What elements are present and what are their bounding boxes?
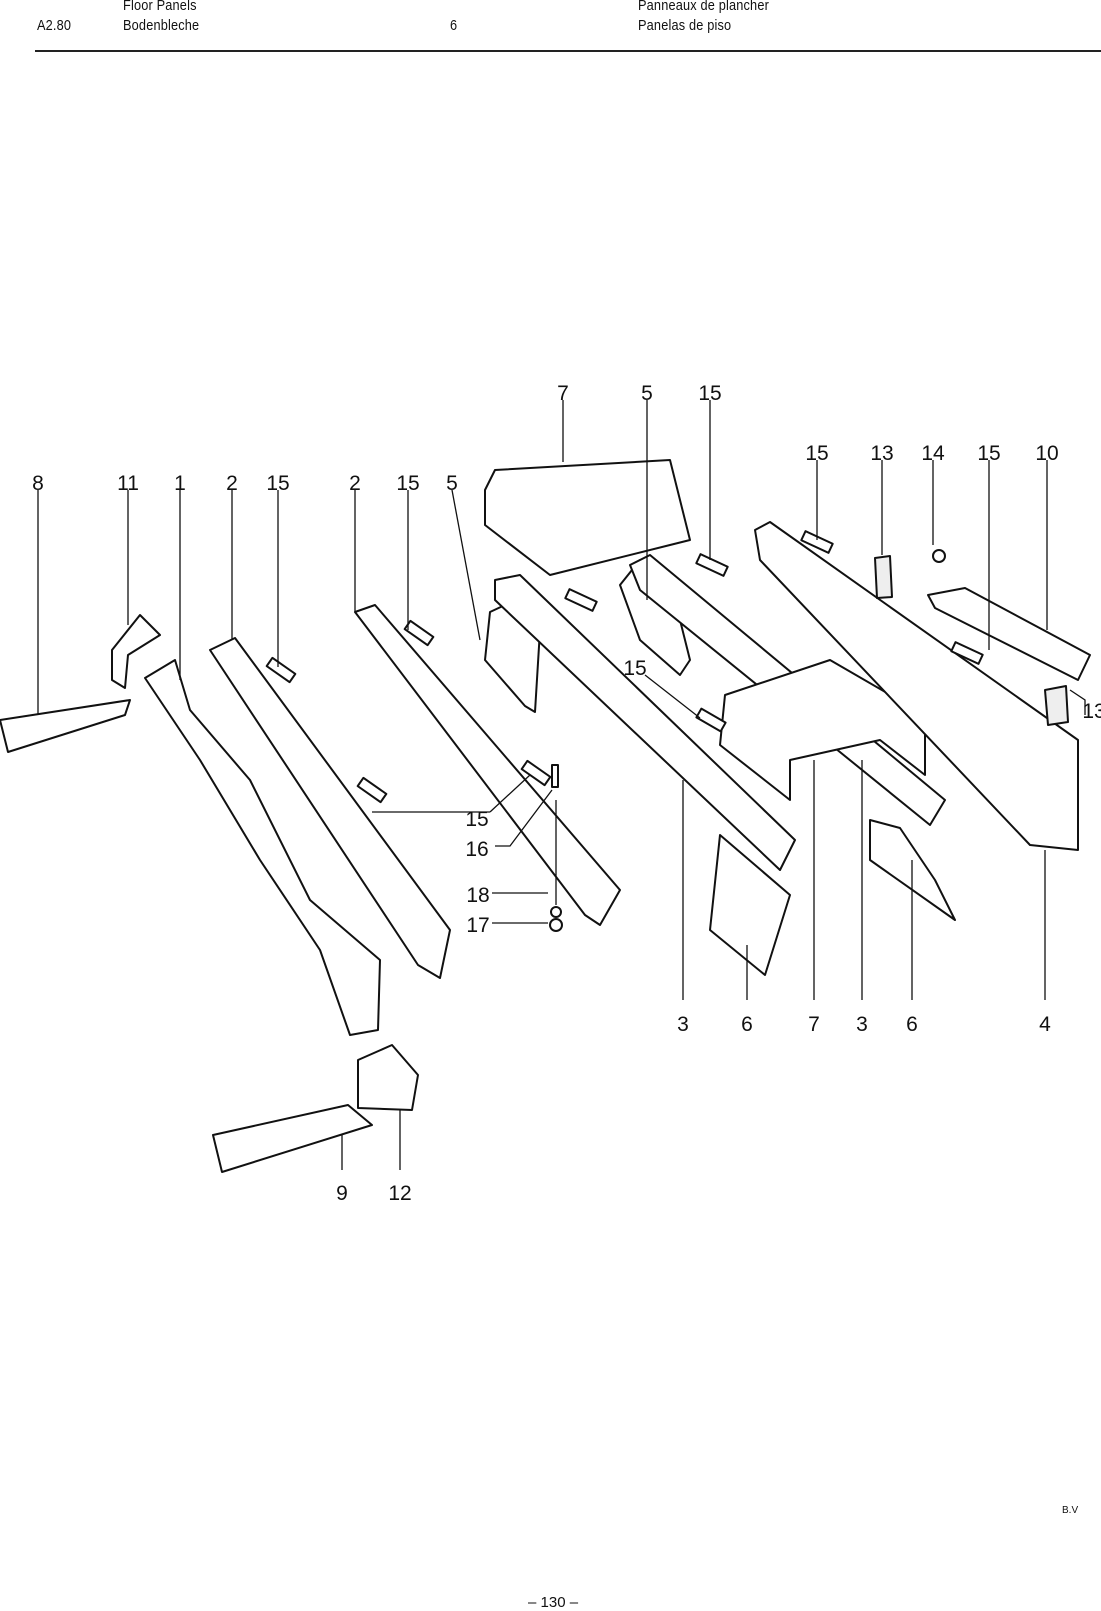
callout: 11: [117, 472, 139, 495]
callout: 18: [466, 884, 489, 907]
callout: 6: [741, 1013, 753, 1036]
callout: 15: [805, 442, 828, 465]
callout: 2: [226, 472, 238, 495]
part-15-pad: [356, 776, 388, 804]
callout: 15: [266, 472, 289, 495]
part-8-floor-panel: [0, 699, 131, 753]
callout: 4: [1039, 1013, 1051, 1036]
callout: 13: [870, 442, 893, 465]
part-15-pad: [950, 641, 984, 665]
title-english: Floor Panels: [123, 0, 197, 14]
callout: 8: [32, 472, 44, 495]
header-rule: [35, 50, 1101, 52]
callout: 15: [465, 808, 488, 831]
part-15-pad: [695, 553, 729, 577]
callout: 2: [349, 472, 361, 495]
callout: 7: [808, 1013, 820, 1036]
title-german: Bodenbleche: [123, 17, 200, 34]
callout: 15: [396, 472, 419, 495]
callout: 9: [336, 1182, 348, 1205]
part-15-pad: [403, 619, 435, 647]
page-number: – 130 –: [528, 1594, 579, 1611]
callout: 16: [465, 838, 488, 861]
group-number: 6: [450, 17, 458, 34]
part-2-sill-left: [209, 637, 451, 979]
part-16-bolt: [551, 764, 559, 788]
callout: 5: [641, 382, 653, 405]
part-13-block-lower: [1044, 685, 1069, 726]
part-13-block-upper: [874, 555, 893, 599]
callout: 3: [677, 1013, 689, 1036]
part-1-frame-rail: [144, 659, 381, 1036]
callout: 15: [623, 657, 646, 680]
callout: 13: [1082, 700, 1101, 723]
callout: 1: [174, 472, 186, 495]
callout: 6: [906, 1013, 918, 1036]
part-15-pad: [564, 588, 598, 612]
callout: 3: [856, 1013, 868, 1036]
part-15-pad: [265, 656, 297, 684]
callout: 15: [698, 382, 721, 405]
title-french: Panneaux de plancher: [638, 0, 770, 14]
part-4-main-rail: [754, 521, 1079, 851]
part-17-nut: [549, 918, 563, 932]
part-15-pad: [520, 759, 552, 787]
callout: 5: [446, 472, 458, 495]
callout: 17: [466, 914, 489, 937]
title-spanish: Panelas de piso: [638, 17, 732, 34]
printer-mark: B.V: [1062, 1505, 1079, 1516]
callouts: 7 5 15 15 13 14 15 10 8 11 1 2 15 2 15 5…: [32, 382, 1101, 1205]
part-9-floor-panel: [212, 1104, 373, 1173]
callout: 14: [921, 442, 945, 465]
callout: 12: [388, 1182, 411, 1205]
part-12-bracket: [357, 1044, 419, 1111]
part-11-bracket: [111, 614, 161, 689]
section-code: A2.80: [37, 17, 72, 34]
part-18-washer: [550, 906, 562, 918]
part-15-pad: [695, 707, 727, 733]
part-6-plate-left: [709, 834, 791, 976]
leader-lines: [37, 400, 1086, 1170]
part-7-crossmember: [719, 659, 926, 801]
callout: 10: [1035, 442, 1058, 465]
part-2-sill-center: [354, 604, 621, 926]
part-15-pad: [800, 530, 834, 554]
callout: 7: [557, 382, 569, 405]
part-3-rail-left: [494, 574, 796, 871]
callout: 15: [977, 442, 1000, 465]
part-14-bolt: [932, 549, 946, 563]
parts: [0, 459, 1091, 1173]
part-10-panel: [927, 587, 1091, 681]
part-7-tunnel-box: [484, 459, 691, 576]
